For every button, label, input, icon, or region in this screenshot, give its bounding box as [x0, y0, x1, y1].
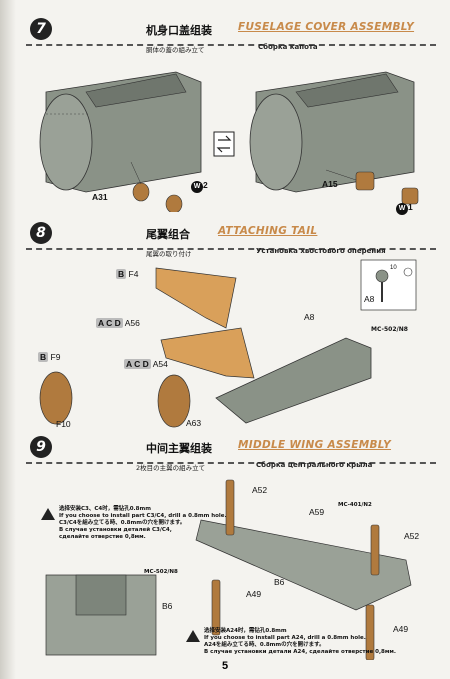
next-view-icon — [213, 131, 235, 157]
note-line: If you choose to install part C3/C4, dri… — [59, 513, 227, 519]
warning-icon — [186, 630, 200, 642]
step-title-cn: 机身口盖组装 — [146, 24, 212, 37]
part-label-f4: B F4 — [116, 269, 139, 279]
strut-a49-left — [211, 579, 221, 636]
step-subtitle-jp: 尾翼の取り付け — [146, 250, 192, 258]
page-number: 5 — [221, 660, 229, 672]
part-label-a63: A63 — [186, 418, 202, 428]
cover-parts-right — [325, 169, 419, 205]
note-line: В случае установки детали A24, сделайте … — [204, 649, 396, 655]
fuselage-right — [249, 71, 415, 193]
part-label-a59: A59 — [309, 507, 325, 517]
paint-code-label: MC-502/N8 — [144, 569, 178, 575]
part-label-a54: A C D A54 — [124, 359, 168, 369]
note-line: 选择安装C3、C4时，需钻孔0.8mm — [59, 506, 151, 512]
note-line: C3/C4を組み立てる時、0.8mmの穴を開けます。 — [59, 520, 186, 526]
note-line: A24を組み立てる時、0.8mmの穴を開けます。 — [204, 642, 325, 648]
tail-diagram — [39, 259, 417, 428]
part-label-a49: A49 — [393, 624, 409, 634]
fuselage-left — [39, 71, 202, 193]
w-icon: W — [191, 181, 203, 193]
step-number-badge: 8 — [30, 222, 52, 244]
strut-a52-right — [370, 524, 380, 576]
step-9-header: 9 中间主翼组装 MIDDLE WING ASSEMBLY — [26, 434, 436, 464]
fuselage-cover-diagram — [39, 71, 419, 212]
step-9-section: 9 中间主翼组装 MIDDLE WING ASSEMBLY 2枚目の主翼の組み立… — [26, 434, 436, 660]
part-label-b6: B6 — [162, 601, 173, 611]
part-label-a49: A49 — [246, 589, 262, 599]
note-line: If you choose to install part A24, drill… — [204, 635, 366, 641]
note-line: сделайте отверстие 0,8мм. — [59, 534, 146, 540]
middle-wing-diagram — [45, 479, 412, 660]
step-title-en: MIDDLE WING ASSEMBLY — [238, 439, 392, 451]
step-subtitle-ru: Сборка капота — [258, 43, 318, 51]
step-title-en: ATTACHING TAIL — [218, 225, 318, 237]
step-7-header: 7 机身口盖组装 FUSELAGE COVER ASSEMBLY — [26, 16, 436, 46]
cover-parts-left — [130, 161, 183, 212]
strut-a52-left — [225, 479, 235, 536]
note-line: 选择安装A24时，需钻孔0.8mm — [204, 628, 287, 634]
step-title-en: FUSELAGE COVER ASSEMBLY — [238, 21, 415, 33]
part-label-f10: F10 — [56, 419, 71, 429]
part-label-b6: B6 — [274, 577, 285, 587]
part-label-f9: B F9 — [38, 352, 61, 362]
step-title-cn: 中间主翼组装 — [146, 442, 212, 455]
strut-a49-right — [365, 604, 375, 660]
dial-value: 10 — [390, 265, 397, 271]
tail-part-a54 — [157, 374, 191, 428]
part-label-a56: A C D A56 — [96, 318, 140, 328]
step-subtitle-ru: Сборка центрального крыла — [256, 461, 373, 469]
w-icon: W — [396, 203, 408, 215]
step-number-badge: 9 — [30, 436, 52, 458]
step-8-header: 8 尾翼组合 ATTACHING TAIL — [26, 220, 436, 250]
paint-code-label: MC-401/N2 — [338, 502, 372, 508]
step-7-section: 7 机身口盖组装 FUSELAGE COVER ASSEMBLY 胴体の蓋の組み… — [26, 16, 436, 215]
fuselage-tail — [215, 337, 372, 424]
part-label-a52: A52 — [404, 531, 420, 541]
page-spine-shadow — [0, 0, 16, 679]
part-label-a52: A52 — [252, 485, 268, 495]
tail-part-f9 — [39, 371, 73, 425]
note-line: В случае установки деталей C3/C4, — [59, 527, 172, 533]
paint-code-label: MC-502/N8 — [371, 326, 408, 333]
inset-label-a8: A8 — [364, 294, 375, 304]
tail-part-a56 — [160, 327, 255, 379]
part-label-a15: A15 — [322, 179, 338, 189]
part-label-a31: A31 — [92, 192, 108, 202]
step-title-cn: 尾翼组合 — [146, 228, 190, 241]
step-subtitle-ru: Установка хвостового оперения — [256, 247, 386, 255]
part-label-a8: A8 — [304, 312, 315, 322]
tail-part-f4 — [155, 267, 237, 329]
warning-icon — [41, 508, 55, 520]
step-number-badge: 7 — [30, 18, 52, 40]
step-subtitle-jp: 2枚目の主翼の組み立て — [136, 464, 206, 472]
step-8-section: 8 尾翼组合 ATTACHING TAIL 尾翼の取り付け Установка … — [26, 220, 436, 430]
clock-icon — [403, 267, 413, 277]
step-subtitle-jp: 胴体の蓋の組み立て — [146, 46, 205, 54]
